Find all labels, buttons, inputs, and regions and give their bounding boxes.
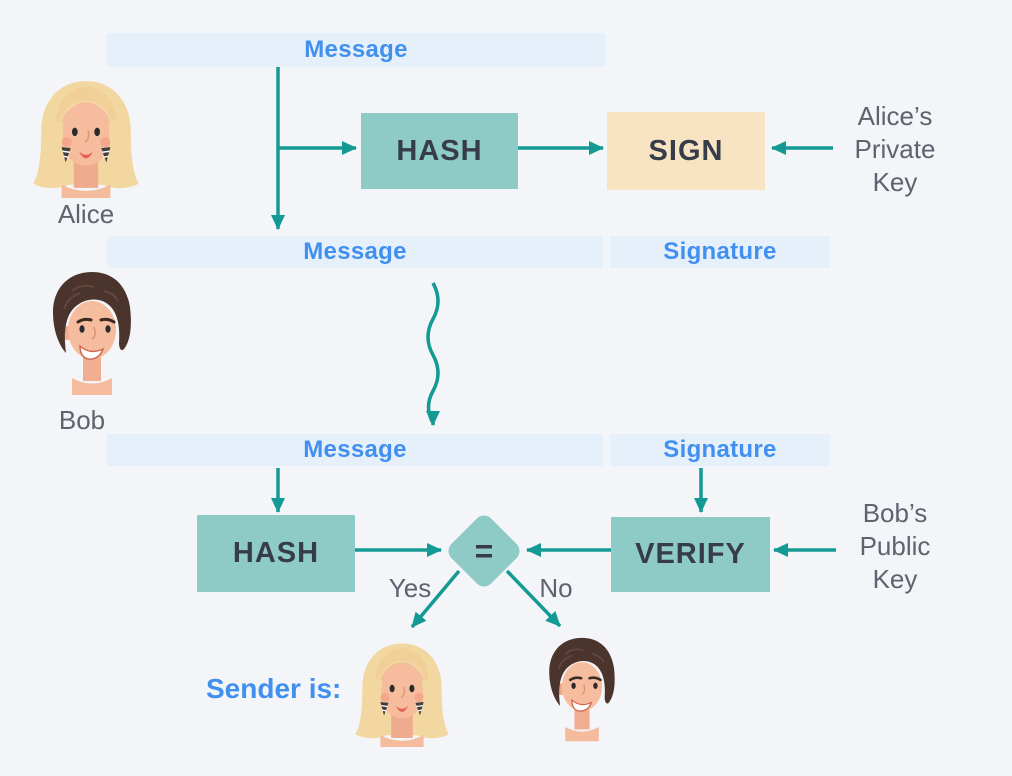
public-key-line: Bob’s [862, 498, 928, 528]
bob-name-label: Bob [58, 405, 106, 435]
private-key-line: Alice’s [857, 101, 933, 131]
arrow-no-to-bob-icon [505, 569, 562, 628]
message-bar-bottom: Message [107, 434, 603, 466]
hash-box-bottom: HASH [197, 515, 355, 592]
bob-avatar-icon [51, 270, 133, 397]
signature-bar-middle: Signature [610, 236, 830, 268]
sign-box: SIGN [607, 112, 765, 190]
verify-box: VERIFY [611, 517, 770, 592]
equals-sign-label: = [474, 532, 494, 569]
hash-box-top: HASH [361, 113, 518, 189]
bob-avatar-small-icon [547, 636, 616, 743]
no-branch-label: No [539, 573, 573, 603]
equals-diamond [448, 515, 520, 587]
yes-branch-label: Yes [388, 573, 432, 603]
public-key-line: Key [872, 564, 918, 594]
alice-avatar-small-icon [354, 642, 450, 747]
arrow-transmit-wavy-icon [426, 282, 440, 426]
private-key-line: Private [854, 134, 936, 164]
arrow-yes-to-alice-icon [410, 569, 461, 629]
sender-is-label: Sender is: [206, 673, 342, 704]
private-key-line: Key [872, 167, 918, 197]
alice-avatar-icon [32, 80, 140, 198]
bob-public-key-label: Bob’s Public Key [795, 497, 995, 596]
alice-private-key-label: Alice’s Private Key [795, 100, 995, 199]
message-bar-middle: Message [107, 236, 603, 268]
message-bar-top: Message [107, 33, 605, 67]
public-key-line: Public [859, 531, 931, 561]
alice-name-label: Alice [57, 199, 115, 229]
signature-bar-bottom: Signature [610, 434, 830, 466]
